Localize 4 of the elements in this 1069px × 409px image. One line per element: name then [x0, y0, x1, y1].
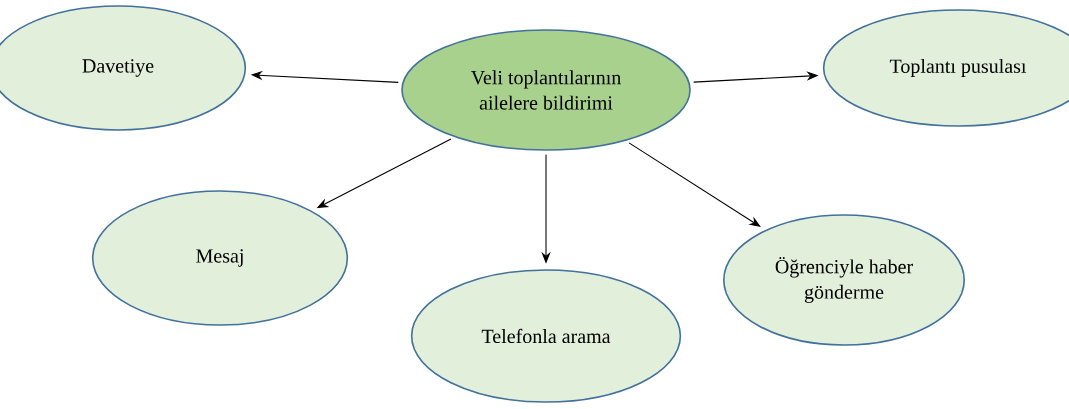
ellipse-node: Toplantı pusulası [822, 9, 1069, 127]
ellipse-node: Öğrenciyle haber gönderme [723, 214, 965, 346]
ellipse-node: Mesaj [91, 190, 349, 326]
ellipse-node: Telefonla arama [410, 269, 682, 403]
